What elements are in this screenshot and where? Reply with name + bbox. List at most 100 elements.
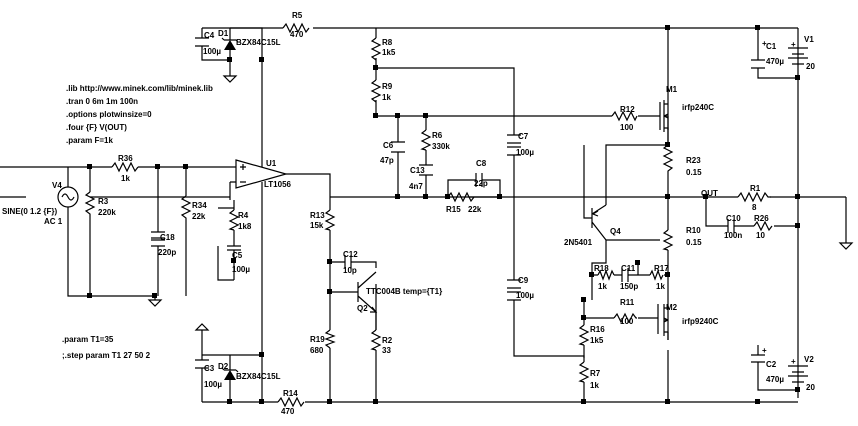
label-R4-value: 1k8 xyxy=(238,222,252,231)
R16-shape xyxy=(578,324,590,346)
label-U1-value: LT1056 xyxy=(264,180,292,189)
C4-shape xyxy=(195,37,209,47)
label-R15-value: 22k xyxy=(468,205,482,214)
C3-shape xyxy=(195,359,209,369)
directive-options: .options plotwinsize=0 xyxy=(66,110,152,119)
M1-arrow xyxy=(663,113,669,119)
ground-icon xyxy=(798,196,854,250)
label-R14-value: 470 xyxy=(281,407,295,416)
R10-shape xyxy=(662,229,674,251)
label-C18-value: 220p xyxy=(158,248,176,257)
label-M1-value: irfp240C xyxy=(682,103,714,112)
wires xyxy=(0,27,799,403)
label-R10: R10 xyxy=(686,226,701,235)
label-OUT: OUT xyxy=(701,189,718,198)
junctions xyxy=(87,25,800,404)
label-R8: R8 xyxy=(382,38,393,47)
M1-shape xyxy=(659,96,669,145)
label-plus-c1: + xyxy=(762,39,767,48)
transistors xyxy=(357,96,669,340)
R8-shape xyxy=(370,37,382,61)
label-R14: R14 xyxy=(283,389,298,398)
R11-shape xyxy=(613,312,637,324)
label-C2: C2 xyxy=(766,360,777,369)
diodes xyxy=(221,37,239,380)
label-Q2-value: TTC004B temp={T1} xyxy=(366,287,442,296)
C2-shape xyxy=(751,354,765,363)
C12-shape xyxy=(344,255,352,269)
label-R9: R9 xyxy=(382,82,393,91)
label-M2: M2 xyxy=(666,303,678,312)
label-C8-value: 22p xyxy=(474,179,488,188)
label-C13-value: 4n7 xyxy=(409,182,423,191)
label-R1-value: 8 xyxy=(752,203,757,212)
label-U1: U1 xyxy=(266,159,277,168)
label-R6: R6 xyxy=(432,131,443,140)
R7-shape xyxy=(578,361,590,383)
label-R12: R12 xyxy=(620,105,635,114)
label-R8-value: 1k5 xyxy=(382,48,396,57)
label-R13: R13 xyxy=(310,211,325,220)
label-plus-v1: + xyxy=(791,40,796,49)
R19-shape xyxy=(324,329,336,349)
label-C13: C13 xyxy=(410,166,425,175)
label-C4: C4 xyxy=(204,31,215,40)
label-R36-value: 1k xyxy=(121,174,130,183)
label-R15: R15 xyxy=(446,205,461,214)
R4-shape xyxy=(228,209,240,231)
label-V1: V1 xyxy=(804,35,814,44)
M2-arrow xyxy=(663,317,669,323)
label-Q4-value: 2N5401 xyxy=(564,238,593,247)
label-V2-value: 20 xyxy=(806,383,815,392)
label-C10: C10 xyxy=(726,214,741,223)
R15-shape xyxy=(447,191,500,203)
R23-shape xyxy=(662,144,674,175)
label-M2-value: irfp9240C xyxy=(682,317,719,326)
label-D1-value: BZX84C15L xyxy=(236,38,281,47)
C11-shape xyxy=(621,268,632,282)
V2-shape xyxy=(788,365,808,383)
label-C2-value: 470µ xyxy=(766,375,784,384)
M2-shape xyxy=(657,304,669,340)
label-R16-value: 1k5 xyxy=(590,336,604,345)
R34-shape xyxy=(180,195,192,222)
label-R6-value: 330k xyxy=(432,142,450,151)
label-M1: M1 xyxy=(666,85,678,94)
label-C7-value: 100µ xyxy=(516,148,534,157)
opamp-U1 xyxy=(235,159,289,189)
label-C12: C12 xyxy=(343,250,358,259)
label-V4-value: SINE(0 1.2 {F}) xyxy=(2,207,57,216)
C1-shape xyxy=(751,59,765,69)
directive-step: ;.step param T1 27 50 2 xyxy=(62,351,151,360)
label-R18-value: 1k xyxy=(598,282,607,291)
R1-shape xyxy=(737,191,771,203)
C18-shape xyxy=(151,231,165,247)
Q2-shape xyxy=(357,271,377,330)
label-C1-value: 470µ xyxy=(766,57,784,66)
label-R4: R4 xyxy=(238,211,249,220)
label-R11-value: 100 xyxy=(620,317,634,326)
label-R23: R23 xyxy=(686,156,701,165)
label-C9-value: 100µ xyxy=(516,291,534,300)
Q4-shape xyxy=(591,204,607,241)
D2-triangle xyxy=(224,370,236,380)
label-plus-c2: + xyxy=(762,346,767,355)
label-R17-value: 1k xyxy=(656,282,665,291)
R3-shape xyxy=(84,191,96,218)
label-Q4: Q4 xyxy=(610,227,621,236)
label-C9: C9 xyxy=(518,276,529,285)
label-R10-value: 0.15 xyxy=(686,238,702,247)
label-R11: R11 xyxy=(620,298,635,307)
sine-source xyxy=(57,172,79,222)
label-R17: R17 xyxy=(654,264,669,273)
label-R18: R18 xyxy=(594,264,609,273)
R18-shape xyxy=(597,269,615,281)
label-R2: R2 xyxy=(382,336,393,345)
label-R19: R19 xyxy=(310,335,325,344)
label-C5-value: 100µ xyxy=(232,265,250,274)
label-plus-v2: + xyxy=(791,357,796,366)
C9-shape xyxy=(507,279,521,301)
batteries xyxy=(788,47,808,383)
label-R19-value: 680 xyxy=(310,346,324,355)
label-R26: R26 xyxy=(754,214,769,223)
